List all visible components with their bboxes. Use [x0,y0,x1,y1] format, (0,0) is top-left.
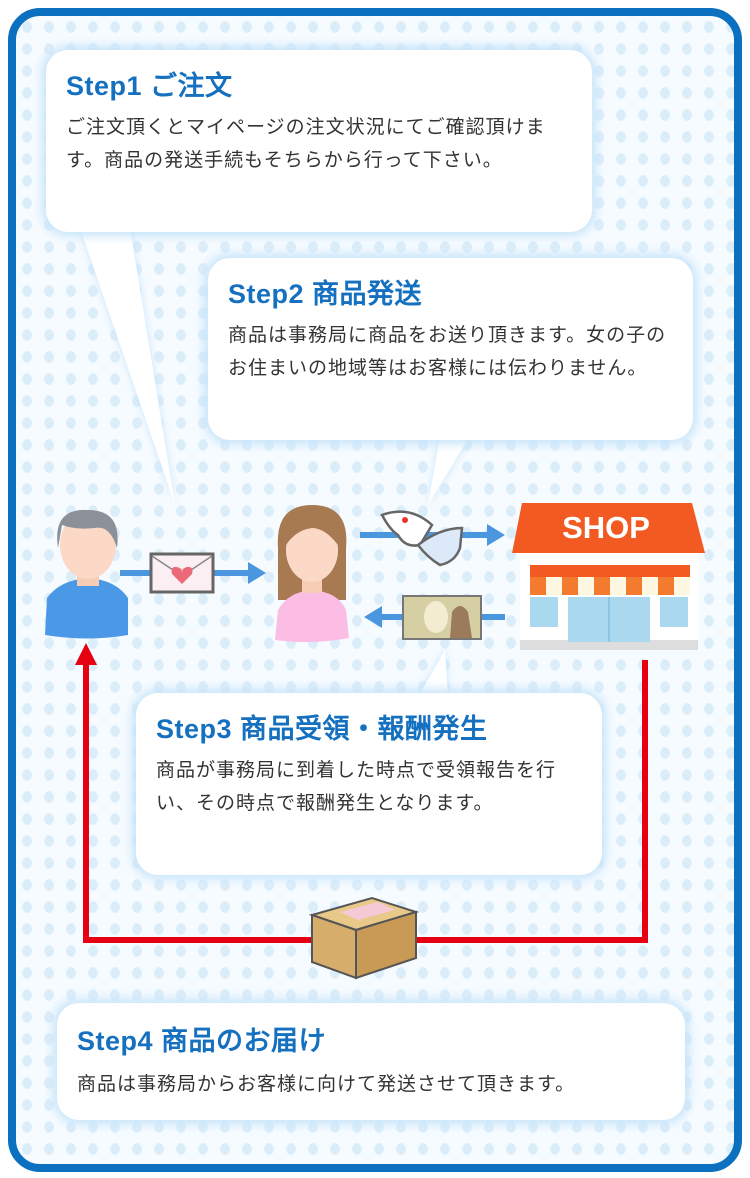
step1-text: ご注文頂くとマイページの注文状況にてご確認頂けます。商品の発送手続もそちらから行… [66,116,546,171]
step3-bubble: Step3 商品受領・報酬発生 商品が事務局に到着した時点で受領報告を行い、その… [136,693,602,875]
step1-title: Step1 ご注文 [66,71,233,101]
money-arrow [364,595,505,640]
step2-bubble: Step2 商品発送 商品は事務局に商品をお送り頂きます。女の子のお住まいの地域… [208,258,693,440]
goods-arrow [360,510,505,567]
step3-title: Step3 商品受領・報酬発生 [156,714,488,744]
bubble3-tail [418,650,448,697]
bubble1-tail [80,228,175,505]
shop-icon [512,503,705,650]
step1-bubble: Step1 ご注文 ご注文頂くとマイページの注文状況にてご確認頂けます。商品の発… [46,50,592,232]
step2-title: Step2 商品発送 [228,279,423,309]
step4-title: Step4 商品のお届け [77,1026,327,1056]
bubble2-tail [428,436,470,505]
return-arrowhead [75,643,97,665]
envelope-arrow [120,552,266,594]
step4-text: 商品は事務局からお客様に向けて発送させて頂きます。 [77,1073,576,1095]
customer-icon [45,509,128,639]
step3-text: 商品が事務局に到着した時点で受領報告を行い、その時点で報酬発生となります。 [156,759,557,814]
step2-text: 商品は事務局に商品をお送り頂きます。女の子のお住まいの地域等はお客様には伝わりま… [228,324,667,379]
step4-bubble: Step4 商品のお届け 商品は事務局からお客様に向けて発送させて頂きます。 [57,1003,685,1120]
woman-icon [275,505,349,643]
shop-sign: SHOP [562,510,650,545]
package-icon [308,896,420,980]
